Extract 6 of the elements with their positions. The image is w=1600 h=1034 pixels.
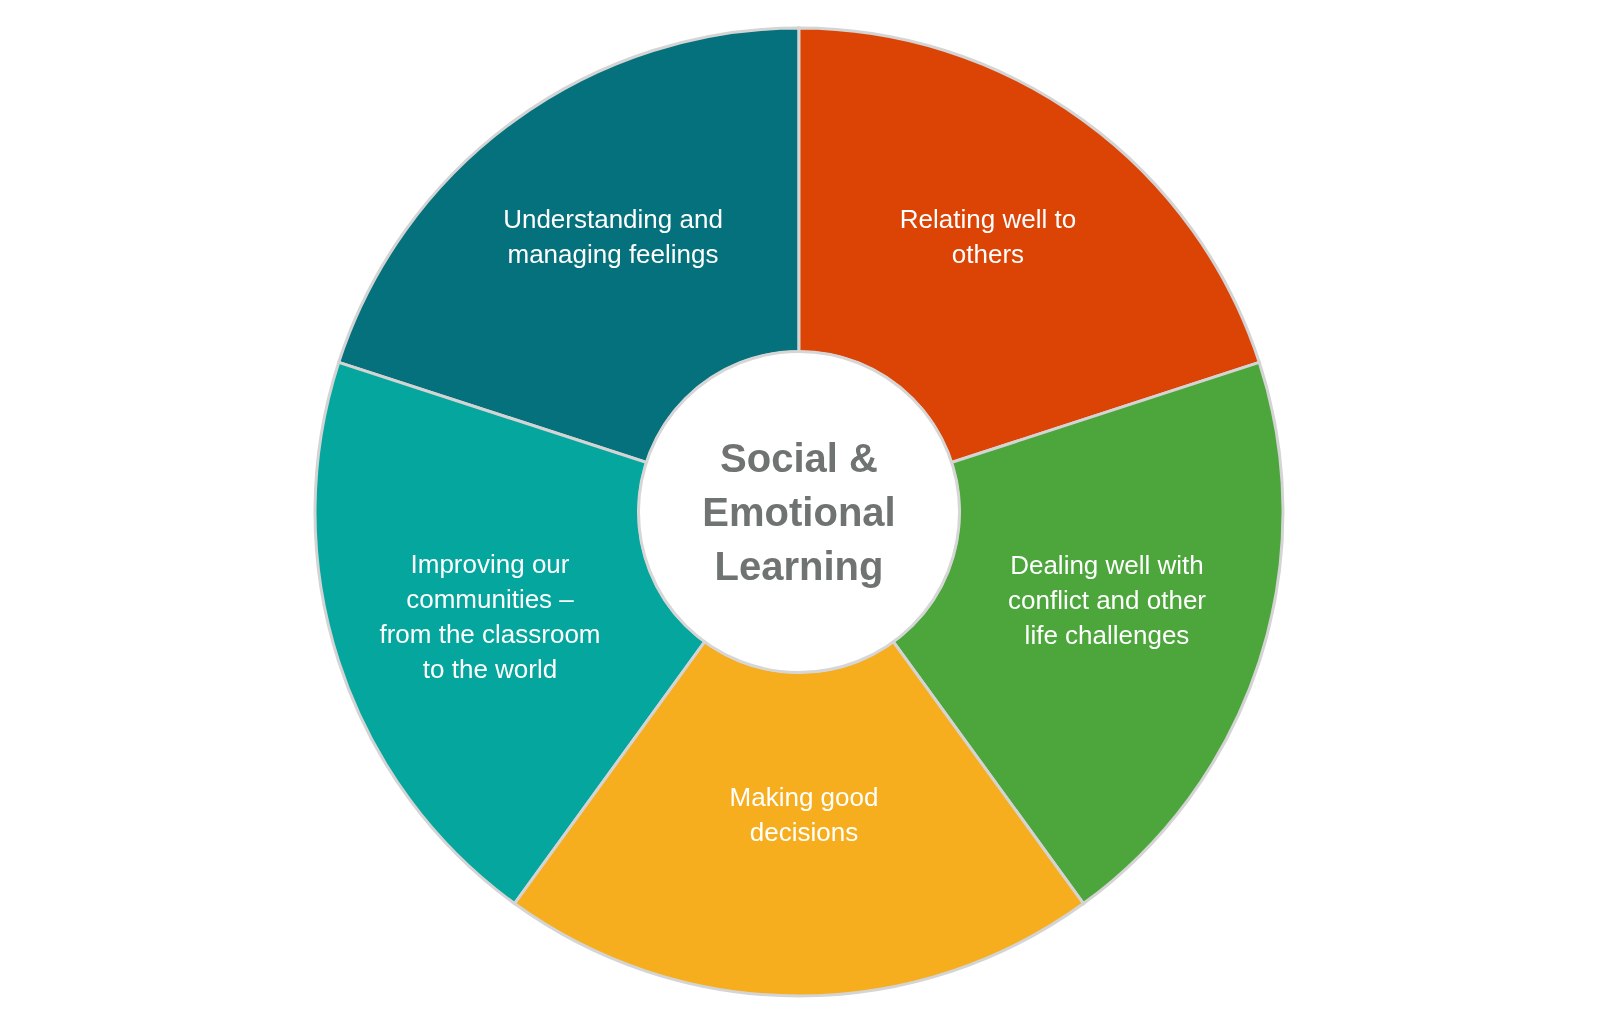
center-label: Social & Emotional Learning xyxy=(702,435,896,590)
segment-label: Improving our communities – from the classroom to the world xyxy=(379,548,601,686)
segment-label: Relating well to others xyxy=(899,203,1077,271)
segment-label: Making good decisions xyxy=(729,781,879,849)
segment-label: Dealing well with conflict and other life challenges xyxy=(1008,548,1206,652)
segment-label: Understanding and managing feelings xyxy=(503,203,723,271)
